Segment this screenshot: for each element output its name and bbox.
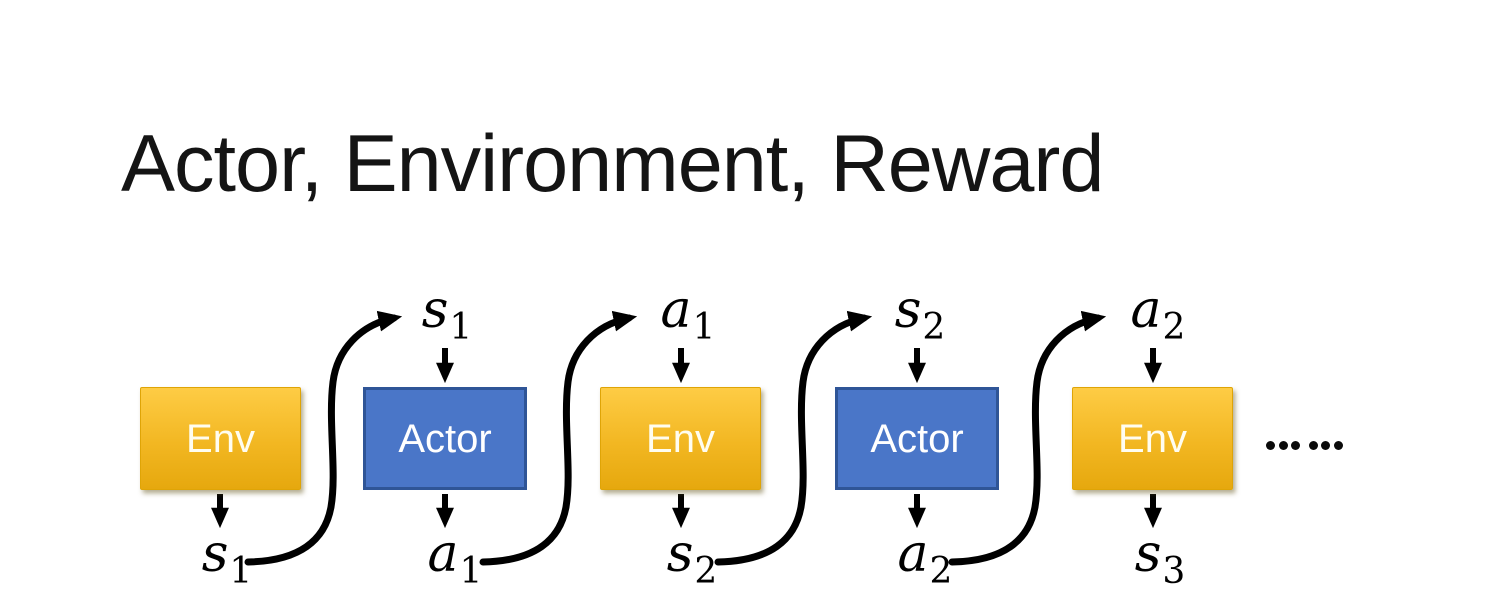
ellipsis-dot: [1266, 441, 1275, 450]
top-label-s2-base: s: [894, 280, 922, 340]
ellipsis-dot: [1278, 441, 1288, 450]
bottom-label-s2-sub: 2: [694, 551, 718, 592]
env-box-1: Env: [140, 387, 301, 490]
ellipsis-dot: [1333, 441, 1343, 450]
bottom-label-a1-base: a: [427, 524, 459, 584]
bottom-label-s3-base: s: [1134, 524, 1162, 584]
bottom-label-a1-sub: 1: [459, 551, 483, 592]
bottom-label-a2: a2: [898, 528, 953, 590]
top-label-a2-base: a: [1130, 280, 1162, 340]
top-label-s1-sub: 1: [449, 307, 473, 348]
curved-arrow-icon-a1: [479, 310, 638, 566]
env-box-3: Env: [1072, 387, 1233, 490]
actor-box-2-label: Actor: [870, 416, 964, 461]
bottom-label-s1: s1: [202, 528, 253, 590]
bottom-label-a2-sub: 2: [929, 551, 953, 592]
bottom-label-s3-sub: 3: [1162, 551, 1186, 592]
actor-box-1: Actor: [363, 387, 527, 490]
top-label-a1-sub: 1: [692, 307, 716, 348]
ellipsis-dot: [1321, 441, 1330, 450]
bottom-label-s3: s3: [1135, 528, 1186, 590]
curved-arrow-icon-a2: [948, 310, 1107, 566]
top-label-a1: a1: [661, 284, 716, 346]
bottom-label-s2-base: s: [666, 524, 694, 584]
curved-connectors: [244, 310, 1107, 566]
top-label-s1: s1: [422, 284, 473, 346]
bottom-label-a1: a1: [428, 528, 483, 590]
slide-title: Actor, Environment, Reward: [121, 119, 1104, 209]
top-label-s2: s2: [895, 284, 946, 346]
curved-arrow-icon-s2: [714, 310, 873, 566]
curved-arrow-icon-s1: [244, 310, 403, 566]
actor-box-2: Actor: [835, 387, 999, 490]
ellipsis-dot: [1291, 441, 1300, 450]
bottom-label-s1-base: s: [201, 524, 229, 584]
bottom-label-a2-base: a: [897, 524, 929, 584]
top-label-a2-sub: 2: [1162, 307, 1186, 348]
env-box-3-label: Env: [1118, 416, 1187, 461]
top-label-s2-sub: 2: [922, 307, 946, 348]
env-box-2: Env: [600, 387, 761, 490]
env-box-2-label: Env: [646, 416, 715, 461]
ellipsis-icon: ……: [1266, 441, 1343, 450]
actor-box-1-label: Actor: [398, 416, 492, 461]
top-label-a1-base: a: [660, 280, 692, 340]
top-down-arrows: [436, 348, 1162, 384]
env-box-1-label: Env: [186, 416, 255, 461]
top-label-s1-base: s: [421, 280, 449, 340]
bottom-label-s1-sub: 1: [229, 551, 253, 592]
ellipsis-dot: [1308, 441, 1318, 450]
bottom-label-s2: s2: [667, 528, 718, 590]
bottom-down-arrows: [211, 494, 1162, 529]
top-label-a2: a2: [1131, 284, 1186, 346]
